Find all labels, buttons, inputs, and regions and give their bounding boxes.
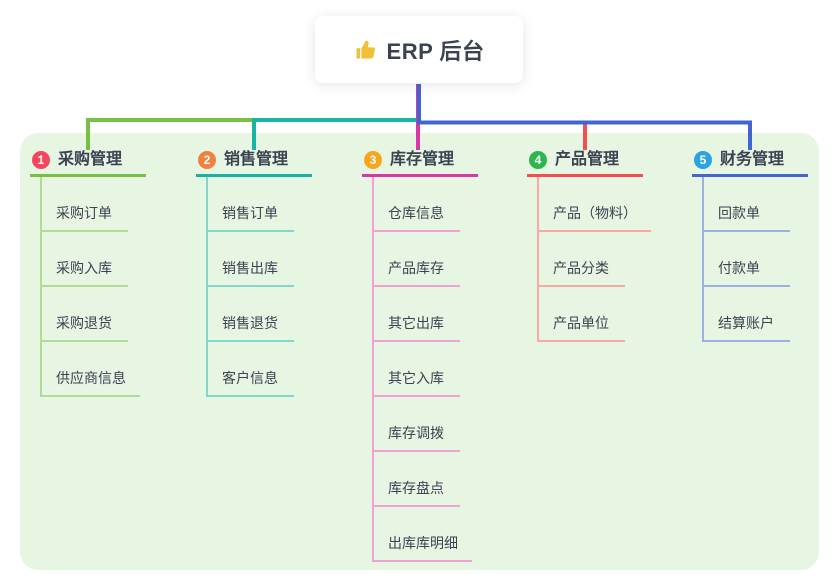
child-node[interactable]: 其它出库	[374, 287, 460, 342]
child-label: 采购订单	[56, 205, 112, 221]
child-node[interactable]: 结算账户	[704, 287, 790, 342]
child-label: 库存调拨	[388, 425, 444, 441]
child-label: 供应商信息	[56, 370, 126, 386]
child-node[interactable]: 回款单	[704, 177, 790, 232]
child-node[interactable]: 产品（物料）	[539, 177, 651, 232]
child-node[interactable]: 其它入库	[374, 342, 460, 397]
child-node[interactable]: 产品库存	[374, 232, 460, 287]
branch-index-badge: 1	[32, 151, 50, 169]
child-node[interactable]: 付款单	[704, 232, 790, 287]
branch-label: 库存管理	[390, 151, 455, 168]
child-node[interactable]: 库存调拨	[374, 397, 460, 452]
branch-heading[interactable]: 4 产品管理	[527, 150, 643, 177]
thumbs-up-icon	[354, 38, 378, 62]
branch-children: 采购订单 采购入库 采购退货 供应商信息	[40, 177, 146, 397]
branch-node: 3 库存管理 仓库信息 产品库存 其它出库 其它入库 库存调拨 库存盘点 出库库…	[362, 150, 478, 562]
child-node[interactable]: 产品单位	[539, 287, 625, 342]
branch-node: 1 采购管理 采购订单 采购入库 采购退货 供应商信息	[30, 150, 146, 397]
child-label: 销售退货	[222, 315, 278, 331]
child-label: 采购入库	[56, 260, 112, 276]
branch-heading[interactable]: 2 销售管理	[196, 150, 312, 177]
branch-index-badge: 5	[694, 151, 712, 169]
child-node[interactable]: 产品分类	[539, 232, 625, 287]
branches-panel	[20, 133, 819, 570]
child-node[interactable]: 销售出库	[208, 232, 294, 287]
branch-node: 4 产品管理 产品（物料） 产品分类 产品单位	[527, 150, 651, 342]
child-label: 仓库信息	[388, 205, 444, 221]
branch-heading[interactable]: 3 库存管理	[362, 150, 478, 177]
child-label: 销售订单	[222, 205, 278, 221]
child-label: 库存盘点	[388, 480, 444, 496]
child-label: 产品（物料）	[553, 205, 637, 221]
child-label: 客户信息	[222, 370, 278, 386]
child-label: 其它入库	[388, 370, 444, 386]
branch-children: 产品（物料） 产品分类 产品单位	[537, 177, 651, 342]
child-node[interactable]: 销售退货	[208, 287, 294, 342]
child-label: 其它出库	[388, 315, 444, 331]
child-label: 回款单	[718, 205, 760, 221]
child-label: 采购退货	[56, 315, 112, 331]
child-label: 产品库存	[388, 260, 444, 276]
branch-node: 5 财务管理 回款单 付款单 结算账户	[692, 150, 808, 342]
branch-children: 回款单 付款单 结算账户	[702, 177, 808, 342]
child-node[interactable]: 仓库信息	[374, 177, 460, 232]
child-node[interactable]: 出库库明细	[374, 507, 472, 562]
child-label: 结算账户	[718, 315, 774, 331]
child-label: 产品分类	[553, 260, 609, 276]
child-label: 付款单	[718, 260, 760, 276]
root-node[interactable]: ERP 后台	[315, 16, 523, 83]
branch-children: 仓库信息 产品库存 其它出库 其它入库 库存调拨 库存盘点 出库库明细	[372, 177, 478, 562]
branch-label: 采购管理	[58, 151, 123, 168]
branch-label: 财务管理	[720, 151, 785, 168]
child-node[interactable]: 库存盘点	[374, 452, 460, 507]
child-label: 出库库明细	[388, 535, 458, 551]
child-node[interactable]: 采购订单	[42, 177, 128, 232]
branch-children: 销售订单 销售出库 销售退货 客户信息	[206, 177, 312, 397]
branch-index-badge: 3	[364, 151, 382, 169]
child-node[interactable]: 销售订单	[208, 177, 294, 232]
root-title: ERP 后台	[386, 38, 485, 64]
child-label: 销售出库	[222, 260, 278, 276]
child-label: 产品单位	[553, 315, 609, 331]
child-node[interactable]: 采购退货	[42, 287, 128, 342]
branch-heading[interactable]: 5 财务管理	[692, 150, 808, 177]
branch-heading[interactable]: 1 采购管理	[30, 150, 146, 177]
child-node[interactable]: 客户信息	[208, 342, 294, 397]
child-node[interactable]: 采购入库	[42, 232, 128, 287]
branch-node: 2 销售管理 销售订单 销售出库 销售退货 客户信息	[196, 150, 312, 397]
child-node[interactable]: 供应商信息	[42, 342, 140, 397]
branch-index-badge: 4	[529, 151, 547, 169]
branch-label: 产品管理	[555, 151, 620, 168]
branch-index-badge: 2	[198, 151, 216, 169]
branch-label: 销售管理	[224, 151, 289, 168]
